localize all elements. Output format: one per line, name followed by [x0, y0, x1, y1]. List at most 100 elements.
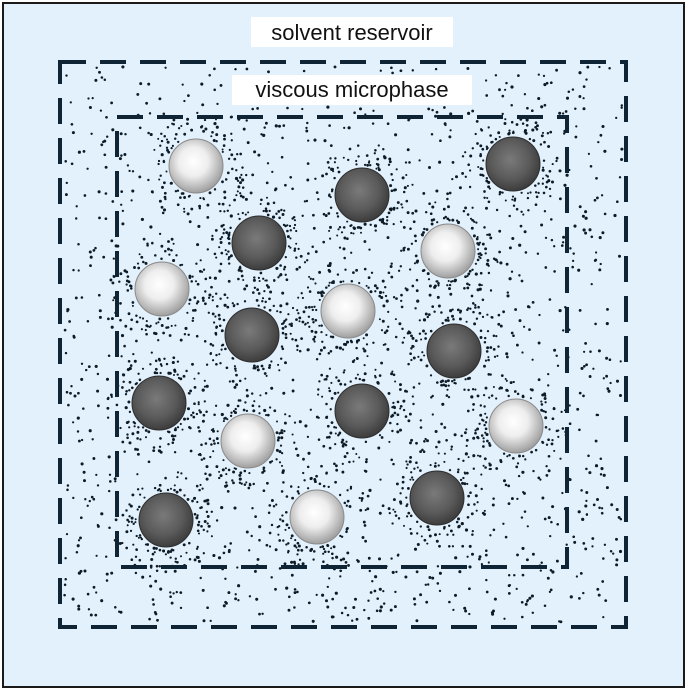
halo-dot [220, 329, 224, 333]
halo-dot [284, 224, 287, 228]
halo-dot [399, 265, 403, 268]
halo-dot [297, 296, 300, 299]
halo-dot [482, 440, 485, 443]
solvent-dot [452, 608, 455, 612]
halo-dot [410, 476, 414, 479]
solvent-dot [603, 543, 607, 546]
halo-dot [188, 298, 192, 302]
solvent-dot [86, 592, 90, 596]
solvent-dot [162, 208, 167, 212]
solvent-dot [326, 605, 330, 609]
halo-dot [191, 411, 195, 414]
halo-dot [135, 548, 138, 552]
halo-dot [195, 516, 199, 520]
halo-dot [474, 431, 477, 435]
solvent-dot [341, 462, 344, 465]
solvent-dot [572, 252, 575, 255]
solvent-dot [483, 190, 486, 193]
halo-dot [374, 290, 377, 293]
solvent-dot [305, 129, 309, 133]
solvent-dot [439, 139, 442, 143]
halo-dot [484, 247, 488, 251]
halo-dot [336, 166, 339, 169]
solvent-dot [406, 148, 410, 152]
solvent-dot [312, 213, 315, 217]
halo-dot [301, 214, 304, 217]
solvent-dot [485, 432, 489, 437]
solvent-dot [298, 420, 302, 424]
solvent-dot [82, 407, 85, 410]
halo-dot [244, 377, 247, 380]
solvent-dot [283, 268, 286, 271]
solvent-dot [87, 608, 91, 611]
solvent-dot [87, 97, 90, 100]
solvent-dot [86, 167, 89, 170]
halo-dot [473, 220, 476, 223]
solvent-dot [297, 492, 300, 495]
solvent-dot [94, 613, 98, 617]
solvent-dot [377, 144, 380, 147]
halo-dot [512, 130, 515, 133]
halo-dot [434, 201, 437, 204]
halo-dot [349, 487, 353, 490]
halo-dot [380, 329, 384, 332]
solvent-dot [265, 181, 269, 185]
halo-dot [345, 530, 348, 534]
halo-dot [278, 432, 281, 435]
halo-dot [139, 536, 142, 539]
solvent-dot [223, 190, 227, 194]
solvent-dot [351, 619, 354, 622]
solvent-dot [478, 311, 482, 315]
solvent-dot [446, 197, 449, 201]
solvent-dot [141, 426, 145, 429]
halo-dot [381, 219, 385, 222]
solvent-dot [258, 525, 262, 529]
solvent-dot [205, 465, 209, 469]
halo-dot [174, 427, 177, 430]
viscous-microphase-inner-boundary [115, 115, 569, 569]
solvent-dot [595, 176, 598, 180]
solvent-dot [77, 607, 81, 611]
solvent-dot [462, 459, 465, 463]
halo-dot [401, 480, 405, 484]
solvent-dot [498, 229, 502, 233]
halo-dot [188, 274, 192, 278]
halo-dot [322, 560, 325, 563]
halo-dot [411, 344, 415, 348]
solvent-dot [305, 126, 308, 130]
halo-dot [343, 369, 346, 372]
solvent-dot [344, 606, 347, 610]
halo-dot [180, 124, 183, 128]
solvent-dot [323, 139, 327, 143]
halo-dot [415, 520, 419, 524]
solvent-dot [320, 373, 324, 377]
halo-dot [125, 389, 128, 393]
solvent-dot [504, 483, 508, 487]
solvent-dot [582, 394, 585, 398]
solvent-dot [113, 477, 117, 481]
halo-dot [327, 284, 330, 287]
solvent-dot [329, 144, 333, 147]
halo-dot [186, 417, 190, 421]
halo-dot [420, 535, 423, 538]
halo-dot [282, 539, 285, 542]
solvent-dot [458, 570, 462, 574]
halo-dot [144, 261, 148, 265]
solvent-dot [279, 357, 283, 360]
solvent-dot [543, 210, 547, 213]
solvent-dot [484, 553, 488, 557]
solvent-dot [183, 99, 186, 103]
halo-dot [433, 464, 437, 468]
halo-dot [487, 373, 491, 376]
solvent-dot [120, 154, 123, 157]
halo-dot [195, 484, 199, 488]
solvent-dot [267, 70, 270, 74]
solvent-dot [136, 92, 140, 96]
solvent-dot [605, 322, 609, 326]
halo-dot [435, 280, 438, 283]
halo-dot [296, 309, 299, 312]
solvent-dot [451, 161, 455, 164]
halo-dot [425, 228, 429, 231]
solvent-dot [605, 374, 609, 378]
solvent-dot [252, 482, 255, 486]
